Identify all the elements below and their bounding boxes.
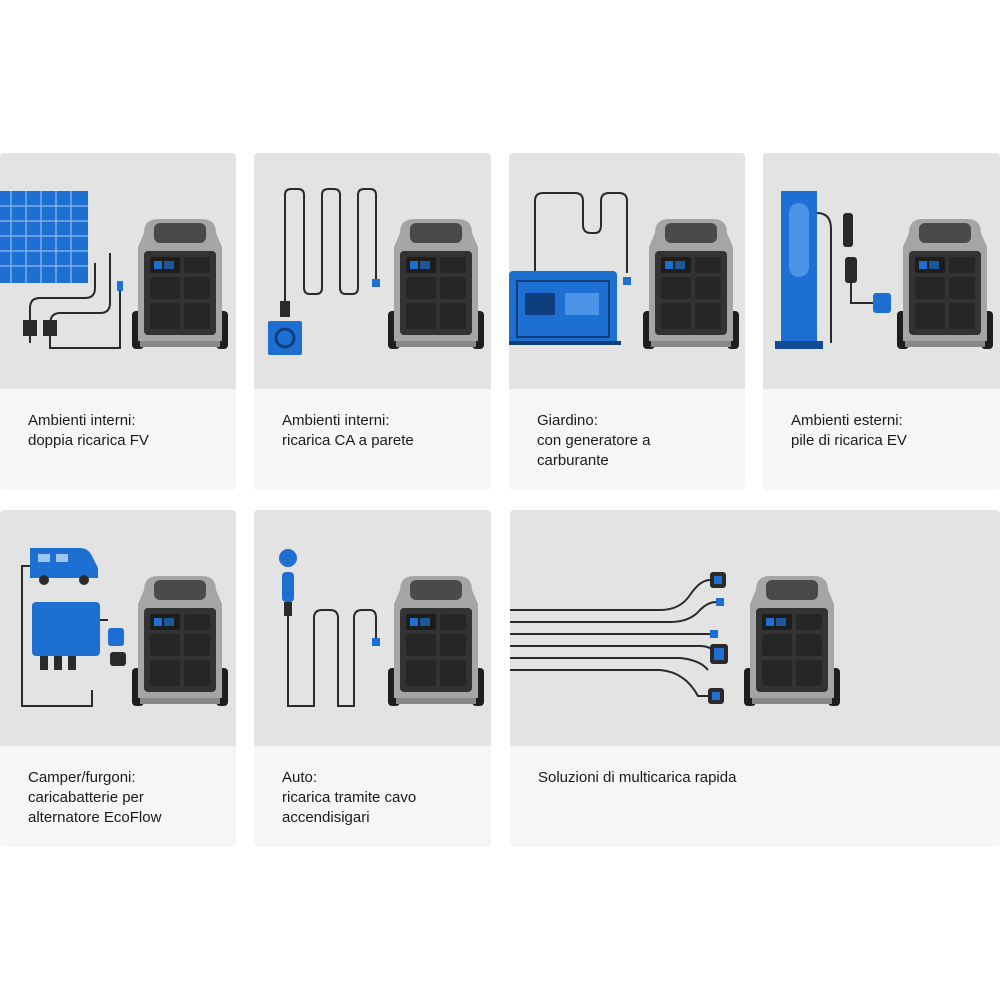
caption-line: doppia ricarica FV (28, 432, 149, 449)
caption-line: alternatore EcoFlow (28, 809, 162, 826)
caption-line: ricarica CA a parete (282, 432, 414, 449)
caption-line: Ambienti esterni: (791, 412, 903, 429)
caption-line: con generatore a (537, 432, 651, 449)
illustration-outdoor-ev-pile (763, 153, 1000, 389)
pv-cable-icon (23, 253, 121, 349)
caption-line: Ambienti interni: (282, 412, 390, 429)
caption-outdoor-ev-pile: Ambienti esterni: pile di ricarica EV (763, 389, 1000, 490)
caption-line: Giardino: (537, 412, 598, 429)
illustration-car-cigarette (254, 510, 491, 746)
card-garden-generator: Giardino: con generatore a carburante (509, 153, 745, 490)
caption-indoor-dual-pv: Ambienti interni: doppia ricarica FV (0, 389, 236, 490)
fuel-generator-icon (509, 271, 621, 345)
caption-indoor-ac-wall: Ambienti interni: ricarica CA a parete (254, 389, 491, 490)
caption-line: Soluzioni di multicarica rapida (538, 769, 737, 786)
camper-van-icon (30, 548, 98, 585)
wall-socket-icon (268, 301, 302, 355)
card-outdoor-ev-pile: Ambienti esterni: pile di ricarica EV (763, 153, 1000, 490)
card-camper-alternator: Camper/furgoni: caricabatterie per alter… (0, 510, 236, 847)
caption-camper-alternator: Camper/furgoni: caricabatterie per alter… (0, 746, 236, 847)
card-multi-fast-charge: Soluzioni di multicarica rapida (510, 510, 1000, 847)
illustration-garden-generator (509, 153, 745, 389)
generator-cable-icon (534, 192, 628, 273)
multi-cable-icon (510, 579, 717, 697)
caption-car-cigarette: Auto: ricarica tramite cavo accendisigar… (254, 746, 491, 847)
caption-line: Auto: (282, 769, 318, 786)
caption-line: Ambienti interni: (28, 412, 136, 429)
ev-plug-icon (843, 213, 891, 313)
caption-line: accendisigari (282, 809, 370, 826)
illustration-indoor-dual-pv (0, 153, 236, 389)
card-car-cigarette: Auto: ricarica tramite cavo accendisigar… (254, 510, 491, 847)
card-indoor-ac-wall: Ambienti interni: ricarica CA a parete (254, 153, 491, 490)
ev-charging-pile-icon (775, 191, 832, 349)
caption-line: pile di ricarica EV (791, 432, 907, 449)
caption-line: carburante (537, 452, 609, 469)
illustration-multi-fast-charge (510, 510, 1000, 746)
solar-panel-icon (0, 191, 88, 283)
illustration-indoor-ac-wall (254, 153, 491, 389)
caption-line: caricabatterie per (28, 789, 144, 806)
alternator-charger-icon (32, 602, 126, 670)
ac-cable-icon (284, 188, 377, 301)
caption-garden-generator: Giardino: con generatore a carburante (509, 389, 745, 490)
card-indoor-dual-pv: Ambienti interni: doppia ricarica FV (0, 153, 236, 490)
car-charger-plug-icon (279, 549, 297, 616)
caption-line: ricarica tramite cavo (282, 789, 417, 806)
caption-multi-fast-charge: Soluzioni di multicarica rapida (510, 746, 1000, 847)
caption-line: Camper/furgoni: (28, 769, 136, 786)
illustration-camper-alternator (0, 510, 236, 746)
car-cable-icon (287, 609, 377, 707)
